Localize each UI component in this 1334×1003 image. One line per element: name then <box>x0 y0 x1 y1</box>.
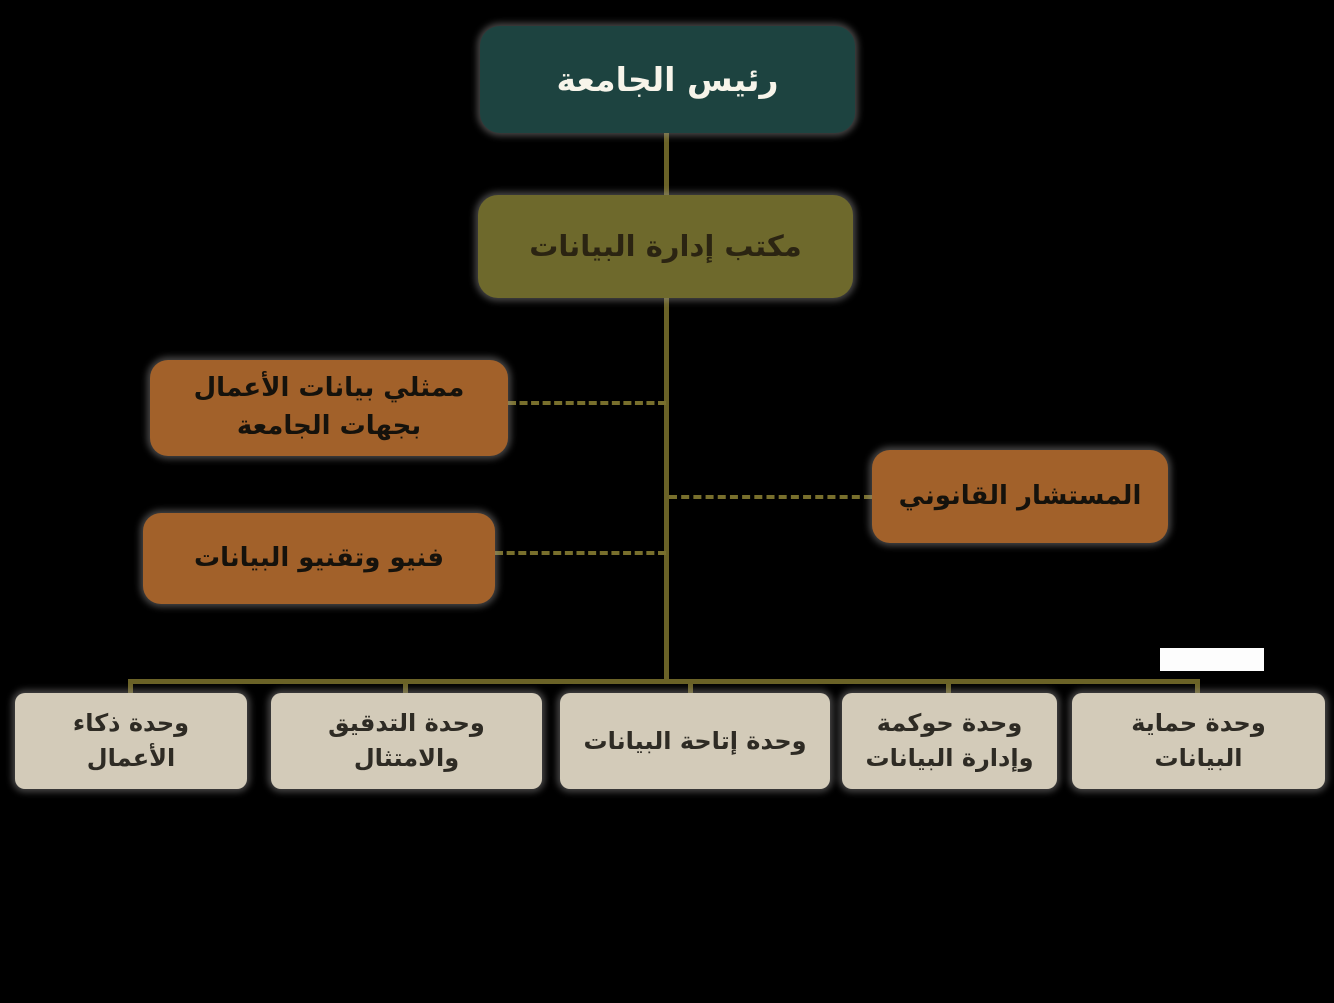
connector-legal-dashed-line <box>669 495 872 499</box>
connector-technicians-dashed-line <box>495 551 666 555</box>
node-label: فنيو وتقنيو البيانات <box>193 542 445 573</box>
node-label: وحدة إتاحة البيانات <box>583 726 807 755</box>
connector-drop-unit5 <box>1195 683 1200 696</box>
node-data-governance-management-unit: وحدة حوكمة وإدارة البيانات <box>842 693 1057 789</box>
node-data-protection-unit: وحدة حماية البيانات <box>1072 693 1325 789</box>
connector-trunk-line <box>664 298 669 683</box>
node-label: وحدة حوكمة وإدارة البيانات <box>865 709 1034 772</box>
connector-drop-unit3 <box>688 683 693 696</box>
node-business-intelligence-unit: وحدة ذكاء الأعمال <box>15 693 247 789</box>
node-university-president: رئيس الجامعة <box>480 26 855 133</box>
node-label: مكتب إدارة البيانات <box>529 229 802 264</box>
node-data-management-office: مكتب إدارة البيانات <box>478 195 853 298</box>
node-label: وحدة التدقيق والامتثال <box>328 709 485 772</box>
white-rectangle-artifact <box>1160 648 1264 671</box>
connector-drop-unit1 <box>128 683 133 696</box>
connector-drop-unit2 <box>403 683 408 696</box>
node-business-data-representatives: ممثلي بيانات الأعمال بجهات الجامعة <box>150 360 508 456</box>
connector-drop-unit4 <box>946 683 951 696</box>
node-label: المستشار القانوني <box>898 480 1142 511</box>
node-data-availability-unit: وحدة إتاحة البيانات <box>560 693 830 789</box>
connector-units-horizontal-line <box>128 679 1200 684</box>
node-data-technicians: فنيو وتقنيو البيانات <box>143 513 495 604</box>
node-label: وحدة حماية البيانات <box>1131 709 1266 772</box>
connector-reps-dashed-line <box>508 401 666 405</box>
node-legal-advisor: المستشار القانوني <box>872 450 1168 543</box>
connector-president-office-line <box>664 133 669 195</box>
node-label: رئيس الجامعة <box>556 59 779 99</box>
node-label: ممثلي بيانات الأعمال بجهات الجامعة <box>193 373 465 441</box>
node-label: وحدة ذكاء الأعمال <box>72 709 190 772</box>
node-audit-compliance-unit: وحدة التدقيق والامتثال <box>271 693 542 789</box>
